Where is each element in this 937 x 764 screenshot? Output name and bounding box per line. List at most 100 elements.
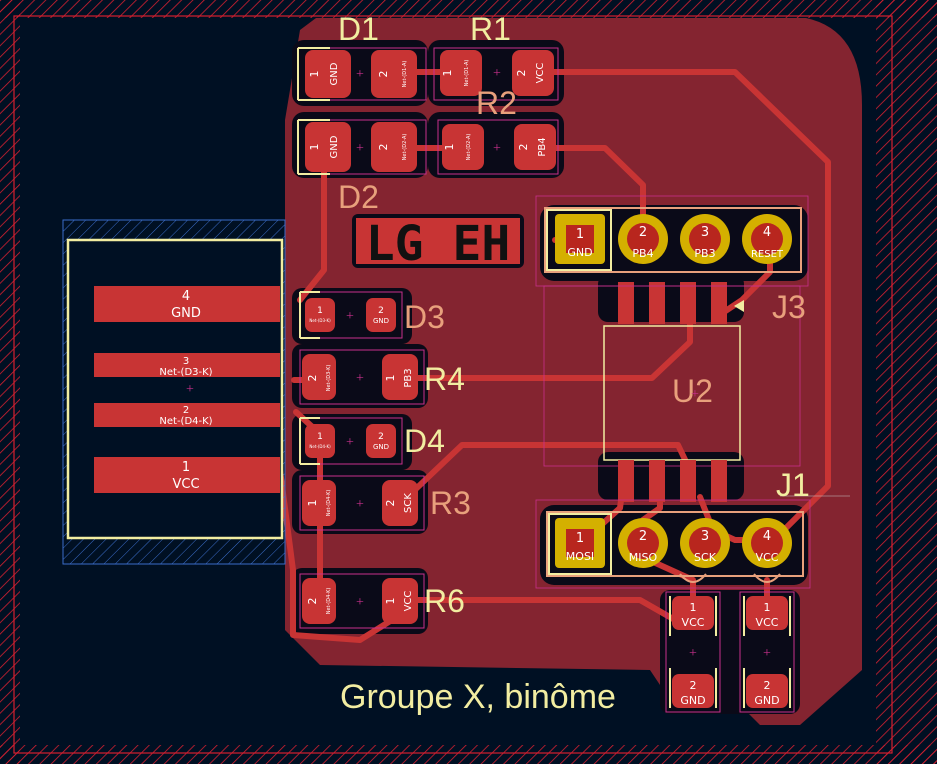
pad-number: 4 (182, 289, 190, 304)
edge-pad-4[interactable]: 4 GND (94, 286, 280, 322)
ref-u2: U2 (672, 373, 713, 409)
edge-connector (62, 219, 286, 565)
footprint-r1[interactable]: 1 Net-(D1-A) + 2 VCC (433, 47, 559, 101)
reference-labels: D1 R1 R2 D2 D3 R4 D4 R3 R6 J3 U2 J1 (338, 11, 810, 619)
pad-net: Net-(D3-K) (159, 367, 212, 378)
pad-net: GND (754, 694, 779, 707)
pad-net: GND (171, 306, 201, 321)
footprint-d2[interactable]: 1 GND + 2 Net-(D2-A) (297, 119, 427, 175)
pad-num: 1 (308, 71, 321, 78)
pad-net: Net-(D4-K) (159, 416, 212, 427)
pad-net: Net-(D4-K) (326, 588, 332, 615)
pad-net: GND (373, 317, 389, 325)
pin-net: PB4 (632, 247, 653, 260)
pin-num: 4 (763, 529, 771, 544)
pad-net: Net-(D3-K) (326, 365, 332, 392)
svg-text:+: + (493, 141, 501, 156)
connector-j3[interactable]: 1 GND 2 PB4 3 PB3 4 RESET (535, 195, 809, 287)
svg-text:+: + (356, 141, 364, 156)
pin-net: SCK (694, 551, 717, 564)
pad-net: PB4 (537, 137, 548, 156)
footprint-c1[interactable]: 1 VCC + 2 GND (665, 591, 721, 713)
svg-text:+: + (356, 595, 364, 610)
ref-j3: J3 (772, 289, 806, 325)
pad-num: 2 (306, 375, 319, 382)
ref-r2: R2 (476, 85, 517, 121)
pad-net: VCC (535, 63, 546, 84)
svg-text:+: + (493, 66, 501, 81)
svg-text:+: + (346, 435, 354, 450)
ref-d3: D3 (404, 299, 445, 335)
cap-silk-arcs (679, 573, 781, 583)
pad-net: PB3 (403, 368, 414, 387)
footprint-r2[interactable]: 1 Net-(D2-A) + 2 PB4 (437, 119, 559, 175)
origin-markers: + (691, 387, 699, 402)
pad-net: SCK (403, 493, 414, 513)
pad-net: VCC (682, 616, 705, 629)
pad-num: 1 (308, 144, 321, 151)
pad-net: GND (329, 62, 340, 85)
ref-d2: D2 (338, 179, 379, 215)
pad-number: 3 (183, 356, 189, 367)
pad-net: Net-(D3-K) (309, 318, 331, 323)
footprint-d1[interactable]: 1 GND + 2 Net-(D1-A) (297, 47, 427, 101)
svg-text:+: + (689, 646, 697, 661)
svg-text:+: + (356, 497, 364, 512)
pin-num: 1 (576, 531, 584, 546)
pad-num: 2 (377, 144, 390, 151)
pad-num: 2 (377, 71, 390, 78)
edge-pad-3[interactable]: 3 Net-(D3-K) (94, 353, 280, 378)
pad-num: 1 (384, 598, 397, 605)
pad-num: 2 (517, 144, 530, 151)
pad-num: 1 (443, 144, 456, 151)
pad-num: 1 (384, 375, 397, 382)
ref-d4: D4 (404, 423, 445, 459)
pin-net: VCC (756, 551, 779, 564)
pad-num: 2 (378, 432, 384, 442)
pin-num: 4 (763, 225, 771, 240)
svg-text:+: + (346, 309, 354, 324)
pad-net: Net-(D4-K) (326, 490, 332, 517)
connector-origin-mark: + (186, 382, 194, 397)
pad-num: 1 (764, 601, 771, 614)
pad-net: VCC (403, 591, 414, 612)
footprint-r4[interactable]: 2 Net-(D3-K) + 1 PB3 (299, 349, 425, 405)
silk-logo: LG EH (356, 216, 520, 272)
pin-num: 3 (701, 529, 709, 544)
svg-text:+: + (691, 387, 699, 402)
ref-r6: R6 (424, 583, 465, 619)
footprint-d4[interactable]: 1 Net-(D4-K) + 2 GND (299, 417, 403, 465)
pad-net: Net-(D1-A) (402, 61, 408, 88)
edge-pad-2[interactable]: 2 Net-(D4-K) (94, 403, 280, 427)
ref-r4: R4 (424, 361, 465, 397)
footprint-r3[interactable]: 1 Net-(D4-K) + 2 SCK (299, 475, 425, 531)
edge-pad-1[interactable]: 1 VCC (94, 457, 280, 493)
pad-net: GND (680, 694, 705, 707)
footprint-d3[interactable]: 1 Net-(D3-K) + 2 GND (299, 291, 403, 339)
pad-net: Net-(D2-A) (402, 134, 408, 161)
footprint-u2[interactable] (543, 282, 801, 502)
ref-j1: J1 (776, 467, 810, 503)
pin-net: MOSI (566, 550, 594, 563)
pad-net: Net-(D4-K) (309, 444, 331, 449)
pin-net: GND (567, 246, 592, 259)
pad-num: 1 (690, 601, 697, 614)
pad-num: 2 (306, 598, 319, 605)
footprint-c2[interactable]: 1 VCC + 2 GND (739, 591, 795, 713)
pin-num: 2 (639, 225, 647, 240)
pad-num: 2 (384, 500, 397, 507)
pad-num: 2 (378, 306, 384, 316)
pad-net: GND (373, 443, 389, 451)
pin-num: 3 (701, 225, 709, 240)
pin-num: 1 (576, 227, 584, 242)
pad-num: 1 (306, 500, 319, 507)
pad-num: 2 (764, 679, 771, 692)
footprint-r6[interactable]: 2 Net-(D4-K) + 1 VCC (299, 573, 425, 629)
pad-net: VCC (756, 616, 779, 629)
pad-number: 1 (182, 460, 190, 475)
pad-num: 1 (317, 306, 323, 316)
pad-num: 1 (441, 70, 454, 77)
pad-net: Net-(D1-A) (464, 60, 470, 87)
connector-j1[interactable]: 1 MOSI 2 MISO 3 SCK 4 VCC (535, 499, 811, 589)
